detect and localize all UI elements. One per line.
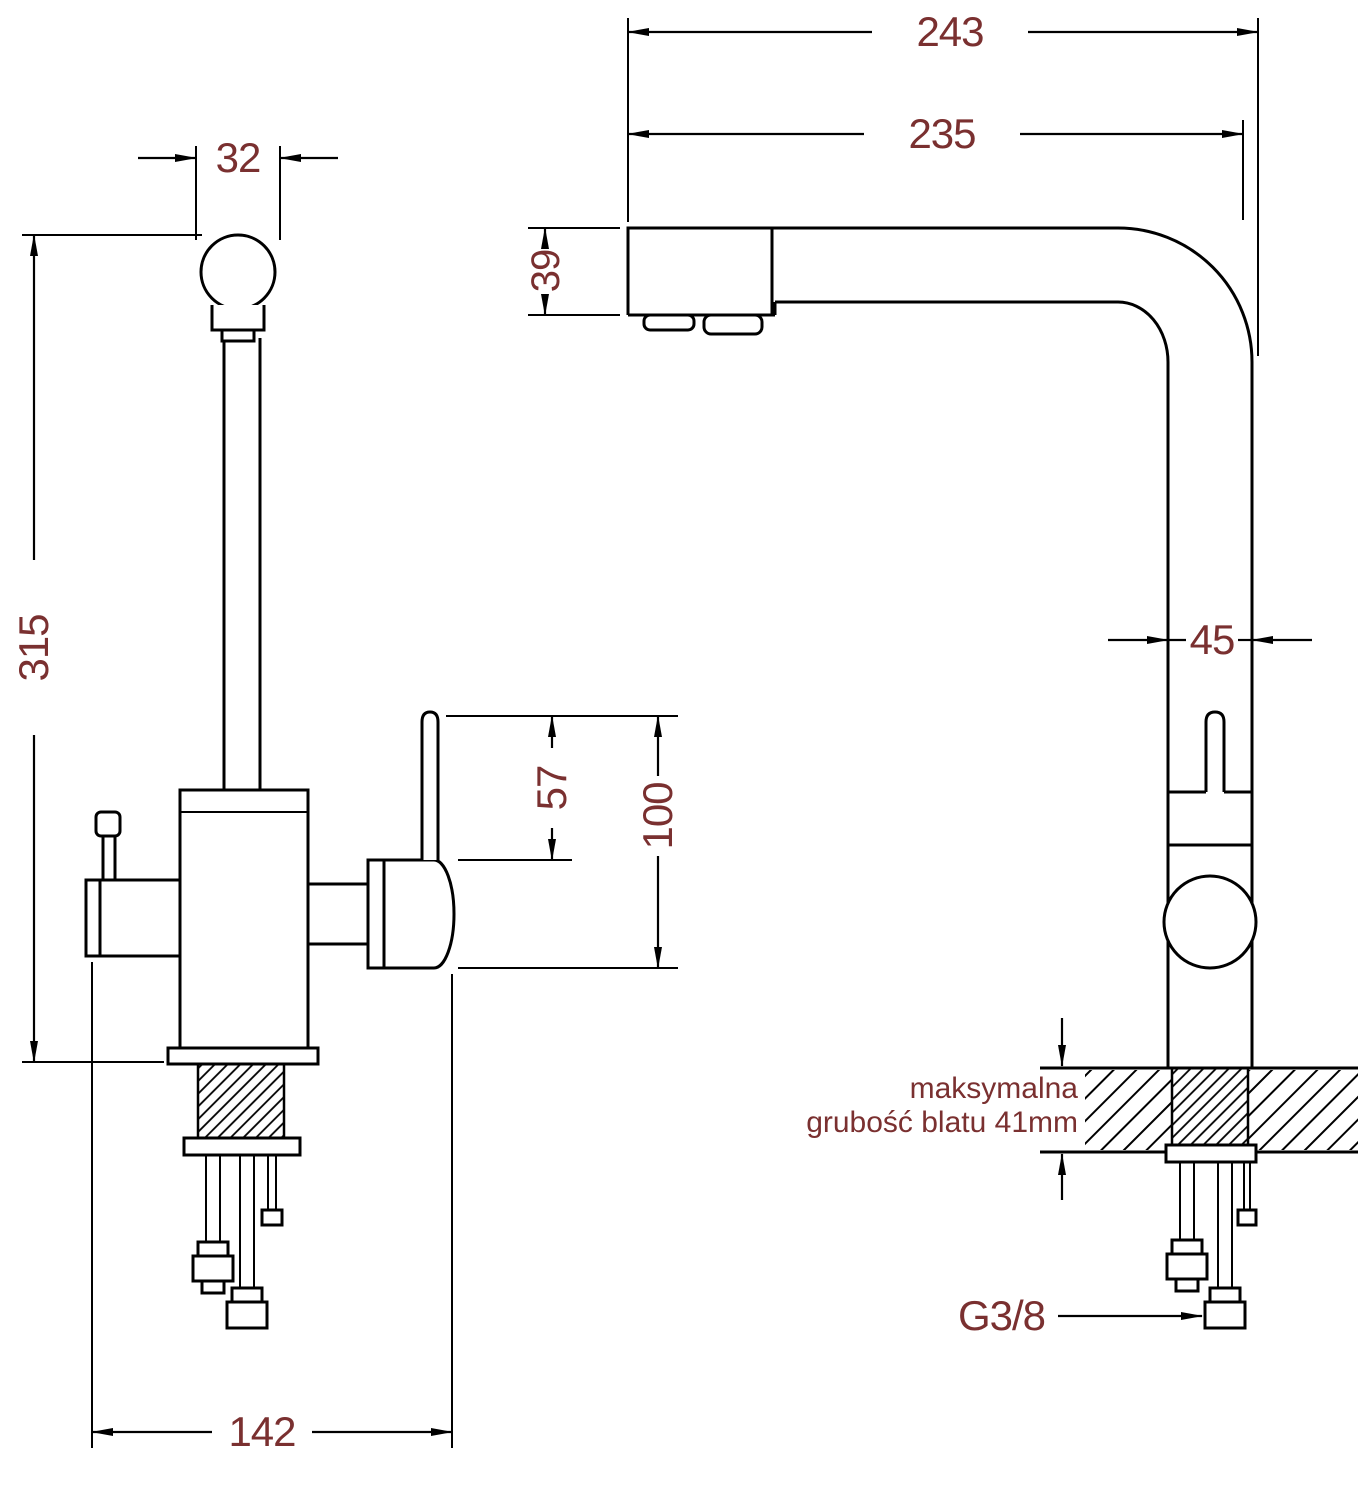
side-view: 243 235 39 45 maksymalna — [524, 8, 1358, 1339]
dim-39-label: 39 — [524, 250, 568, 293]
dimension-inner-reach: 235 — [627, 110, 1244, 220]
side-threaded-shank — [1170, 1066, 1250, 1147]
dimension-handle-height: 100 — [458, 715, 681, 969]
side-handle-lever — [1204, 710, 1226, 792]
front-filter-mount — [84, 878, 182, 958]
note-line2: grubość blatu 41mm — [806, 1106, 1078, 1139]
dim-243-label: 243 — [916, 8, 983, 55]
front-handle-cylinder — [366, 858, 456, 970]
side-hoses — [1165, 1162, 1258, 1330]
dimension-body-depth: 45 — [1108, 616, 1312, 663]
dim-142-label: 142 — [228, 1408, 295, 1455]
dimension-total-height: 315 — [10, 234, 202, 1063]
side-spout-inner — [775, 300, 1170, 1068]
side-aerator-right — [702, 313, 764, 336]
dimension-top-width: 32 — [138, 134, 338, 240]
countertop-thickness-note: maksymalna grubość blatu 41mm — [806, 1018, 1078, 1200]
front-body — [178, 788, 310, 1050]
dimension-outer-reach: 243 — [627, 8, 1259, 356]
front-view: 32 315 57 100 — [10, 134, 681, 1455]
dim-32-label: 32 — [216, 134, 261, 181]
dim-100-label: 100 — [634, 782, 681, 849]
dim-57-label: 57 — [528, 766, 575, 811]
note-line1: maksymalna — [910, 1072, 1079, 1105]
dim-235-label: 235 — [908, 110, 975, 157]
front-filter-knob — [94, 810, 122, 838]
front-flange — [166, 1046, 320, 1066]
front-spout-tip — [210, 305, 266, 332]
dimension-lever-height: 57 — [446, 715, 678, 861]
dimension-base-width: 142 — [91, 962, 453, 1455]
front-handle-lever — [420, 710, 440, 860]
front-hoses — [191, 1155, 284, 1330]
side-aerator-left — [642, 313, 696, 332]
dimension-spout-height: 39 — [524, 227, 620, 316]
side-mounting-nut — [1164, 1143, 1258, 1164]
front-threaded-shank — [196, 1062, 286, 1140]
side-spout-outer — [626, 226, 1254, 1068]
side-handle-pivot — [1162, 874, 1258, 970]
front-aerator — [220, 328, 256, 343]
countertop — [1040, 1066, 1358, 1154]
thread-label: G3/8 — [958, 1292, 1045, 1339]
front-spout-ball — [199, 233, 277, 311]
thread-size-callout: G3/8 — [958, 1292, 1203, 1339]
dim-45-label: 45 — [1190, 616, 1235, 663]
dim-315-label: 315 — [10, 614, 57, 681]
front-mounting-nut — [182, 1136, 302, 1157]
